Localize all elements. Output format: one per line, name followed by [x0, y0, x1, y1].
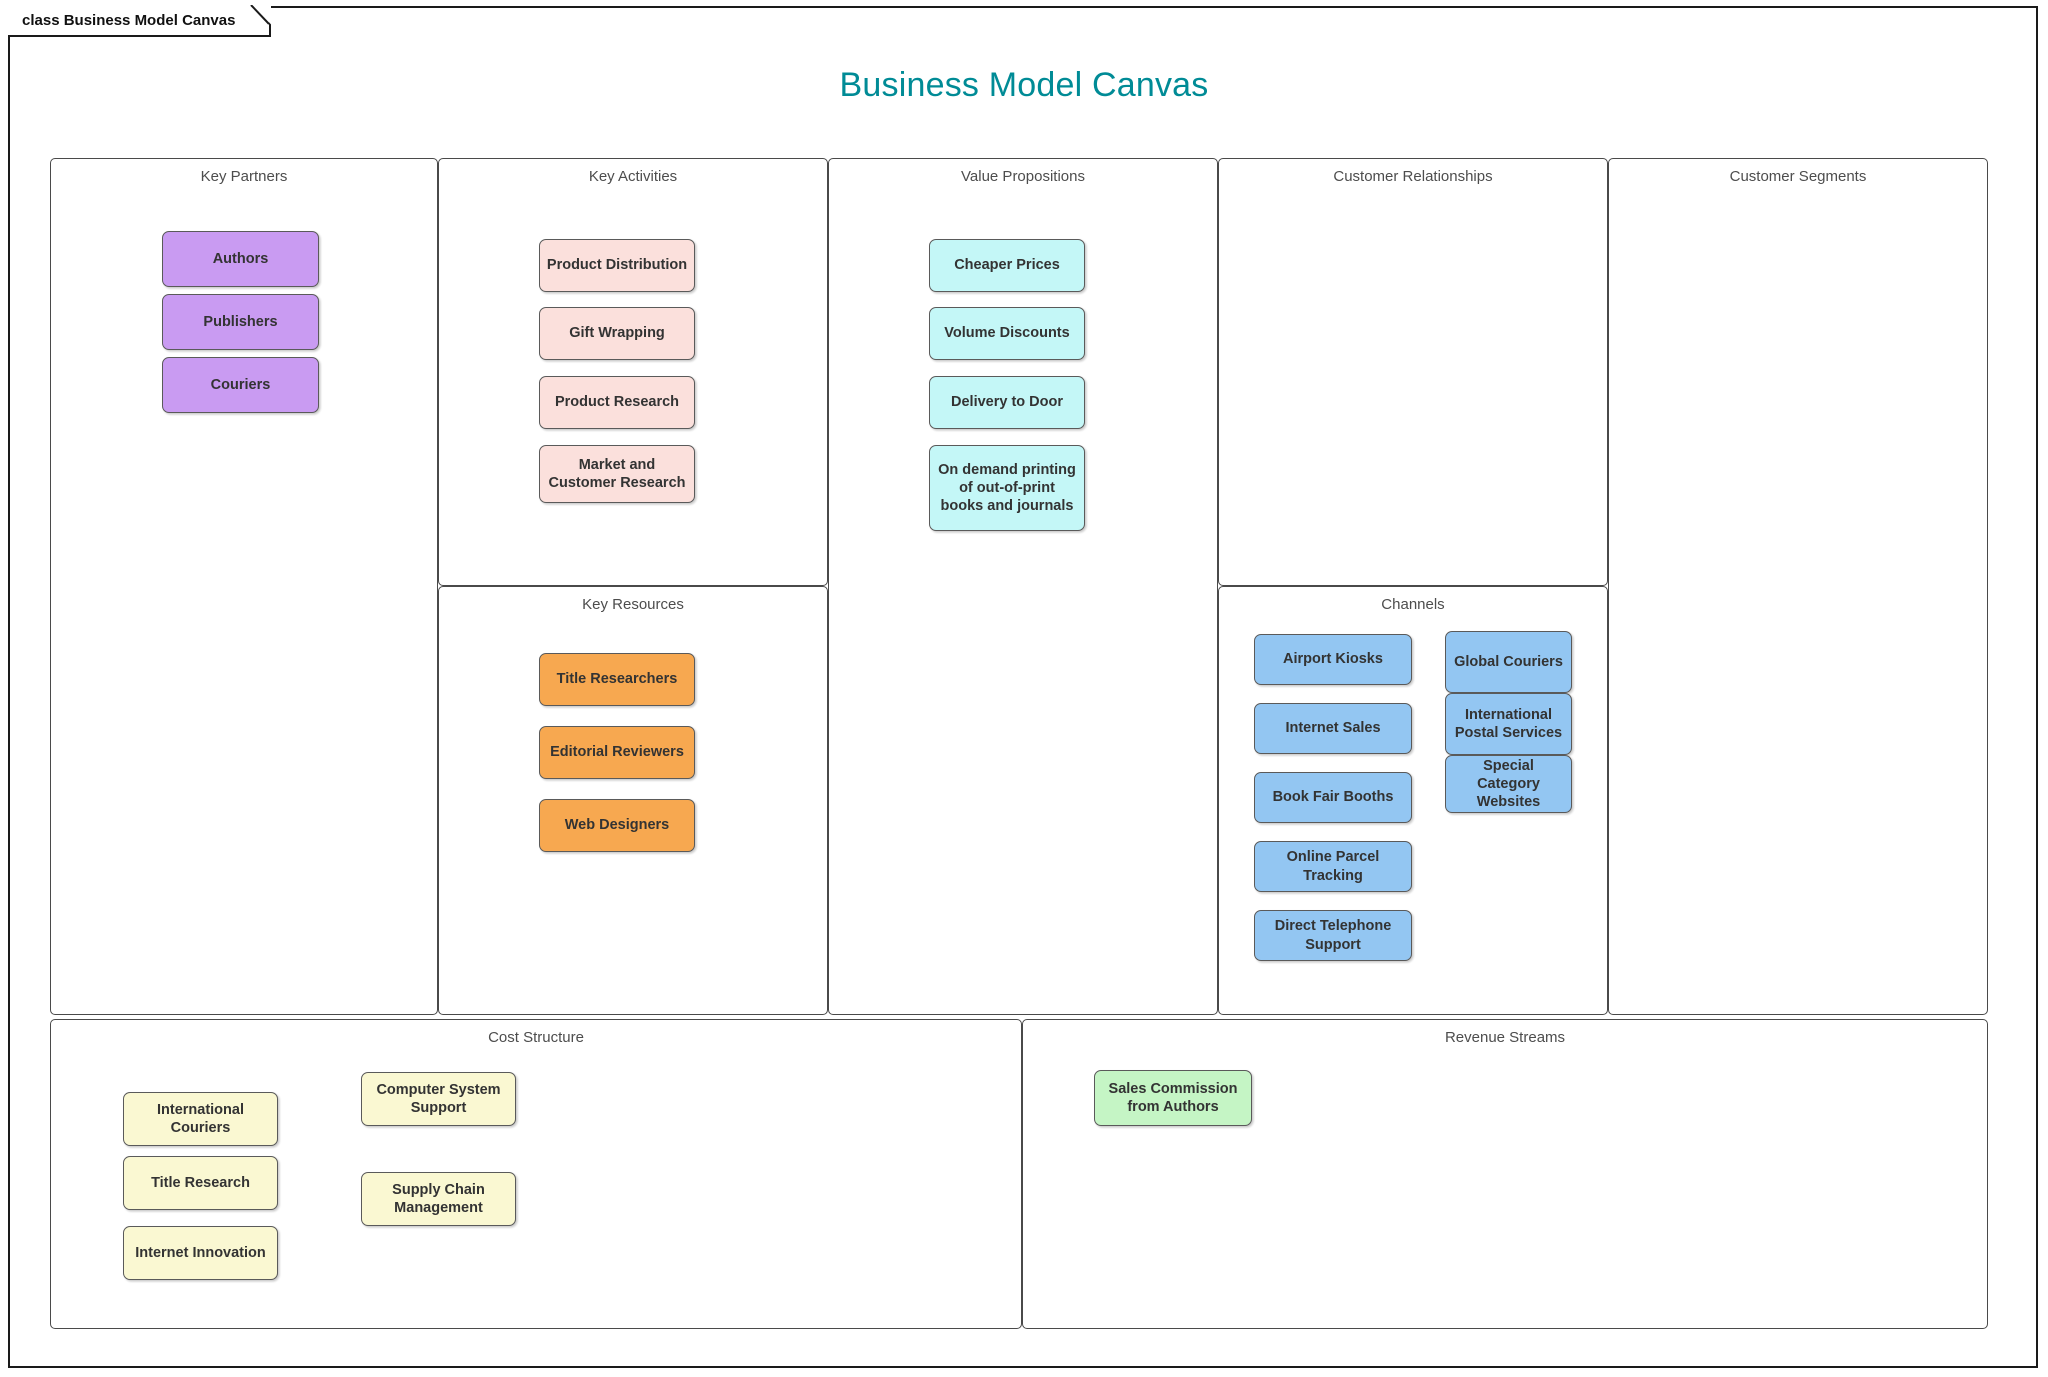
item-product-distribution[interactable]: Product Distribution [539, 239, 695, 292]
item-couriers[interactable]: Couriers [162, 357, 319, 413]
item-gift-wrapping[interactable]: Gift Wrapping [539, 307, 695, 360]
page-title: Business Model Canvas [839, 66, 1209, 104]
panel-revenue-streams: Revenue Streams Sales Commission from Au… [1022, 1019, 1988, 1329]
panel-key-partners: Key Partners Authors Publishers Couriers [50, 158, 438, 1015]
frame-title-label: class Business Model Canvas [22, 11, 236, 29]
panel-title-revenue-streams: Revenue Streams [1444, 1029, 1566, 1046]
item-cheaper-prices[interactable]: Cheaper Prices [929, 239, 1085, 292]
item-airport-kiosks[interactable]: Airport Kiosks [1254, 634, 1412, 685]
panel-key-resources: Key Resources Title Researchers Editoria… [438, 586, 828, 1015]
item-international-postal-services[interactable]: International Postal Services [1445, 693, 1572, 755]
item-direct-telephone-support[interactable]: Direct Telephone Support [1254, 910, 1412, 961]
panel-title-customer-segments: Customer Segments [1729, 168, 1867, 185]
item-market-and-customer-research[interactable]: Market and Customer Research [539, 445, 695, 503]
item-editorial-reviewers[interactable]: Editorial Reviewers [539, 726, 695, 779]
item-special-category-websites[interactable]: Special Category Websites [1445, 755, 1572, 813]
item-global-couriers[interactable]: Global Couriers [1445, 631, 1572, 693]
item-title-research[interactable]: Title Research [123, 1156, 278, 1210]
panel-channels: Channels Airport Kiosks Internet Sales B… [1218, 586, 1608, 1015]
item-international-couriers[interactable]: International Couriers [123, 1092, 278, 1146]
item-internet-sales[interactable]: Internet Sales [1254, 703, 1412, 754]
item-delivery-to-door[interactable]: Delivery to Door [929, 376, 1085, 429]
panel-title-channels: Channels [1381, 596, 1445, 613]
item-web-designers[interactable]: Web Designers [539, 799, 695, 852]
panel-title-customer-relationships: Customer Relationships [1333, 168, 1493, 185]
panel-title-value-propositions: Value Propositions [961, 168, 1085, 185]
panel-key-activities: Key Activities Product Distribution Gift… [438, 158, 828, 586]
panel-title-cost-structure: Cost Structure [488, 1029, 584, 1046]
tab-corner-icon [235, 5, 269, 35]
item-computer-system-support[interactable]: Computer System Support [361, 1072, 516, 1126]
item-internet-innovation[interactable]: Internet Innovation [123, 1226, 278, 1280]
item-product-research[interactable]: Product Research [539, 376, 695, 429]
item-publishers[interactable]: Publishers [162, 294, 319, 350]
item-title-researchers[interactable]: Title Researchers [539, 653, 695, 706]
panel-title-key-activities: Key Activities [588, 168, 678, 185]
panel-customer-segments: Customer Segments [1608, 158, 1988, 1015]
item-book-fair-booths[interactable]: Book Fair Booths [1254, 772, 1412, 823]
panel-value-propositions: Value Propositions Cheaper Prices Volume… [828, 158, 1218, 1015]
item-sales-commission-from-authors[interactable]: Sales Commission from Authors [1094, 1070, 1252, 1126]
item-online-parcel-tracking[interactable]: Online Parcel Tracking [1254, 841, 1412, 892]
item-on-demand-printing[interactable]: On demand printing of out-of-print books… [929, 445, 1085, 531]
frame-title-tab: class Business Model Canvas [8, 5, 272, 36]
item-volume-discounts[interactable]: Volume Discounts [929, 307, 1085, 360]
item-supply-chain-management[interactable]: Supply Chain Management [361, 1172, 516, 1226]
panel-title-key-partners: Key Partners [200, 168, 288, 185]
item-authors[interactable]: Authors [162, 231, 319, 287]
panel-cost-structure: Cost Structure International Couriers Ti… [50, 1019, 1022, 1329]
panel-title-key-resources: Key Resources [582, 596, 684, 613]
panel-customer-relationships: Customer Relationships [1218, 158, 1608, 586]
